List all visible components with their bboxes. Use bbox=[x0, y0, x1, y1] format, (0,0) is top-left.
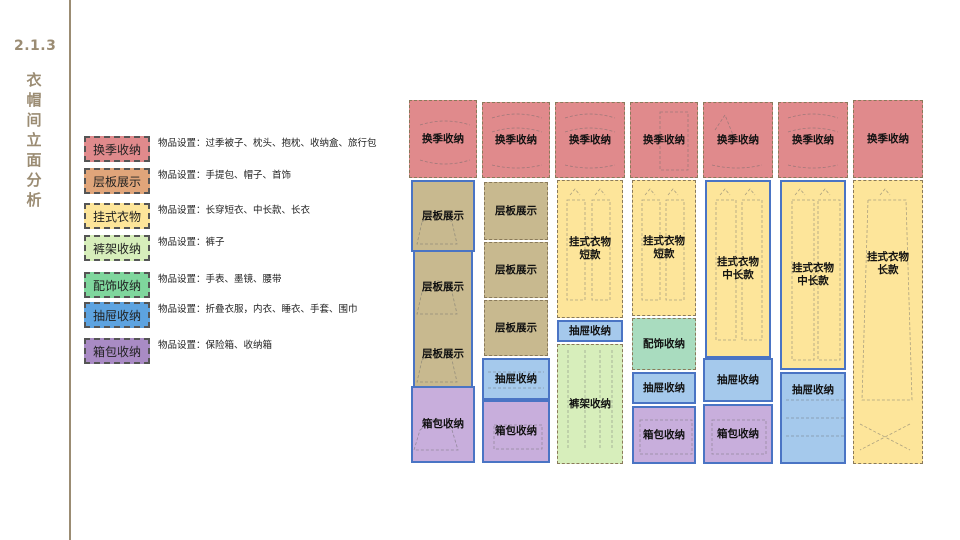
legend-swatch: 裤架收纳 bbox=[84, 235, 150, 261]
legend-desc: 物品设置：长穿短衣、中长款、长衣 bbox=[158, 205, 311, 216]
zone-seasonal-storage: 换季收纳 bbox=[778, 102, 848, 178]
zone-shelf-display: 层板展示 bbox=[484, 300, 548, 356]
zone-drawer-storage: 抽屉收纳 bbox=[557, 320, 623, 342]
legend-desc: 物品设置：折叠衣服，内衣、睡衣、手套、围巾 bbox=[158, 304, 358, 315]
section-divider-line bbox=[69, 0, 71, 540]
legend-swatch: 层板展示 bbox=[84, 168, 150, 194]
legend-desc: 物品设置：裤子 bbox=[158, 237, 225, 248]
zone-shelf-display: 层板展示 bbox=[484, 242, 548, 298]
legend-swatch: 挂式衣物 bbox=[84, 203, 150, 229]
zone-seasonal-storage: 换季收纳 bbox=[630, 102, 698, 178]
zone-drawer-storage: 抽屉收纳 bbox=[703, 358, 773, 402]
zone-hanging-medium: 挂式衣物中长款 bbox=[705, 180, 771, 358]
zone-hanging-long: 挂式衣物长款 bbox=[853, 180, 923, 464]
zone-drawer-storage: 抽屉收纳 bbox=[780, 372, 846, 464]
zone-shelf-display: 层板展示 bbox=[413, 252, 473, 322]
zone-drawer-storage: 抽屉收纳 bbox=[482, 358, 550, 400]
section-number: 2.1.3 bbox=[14, 38, 57, 54]
wardrobe-column: 换季收纳 挂式衣物长款 bbox=[853, 100, 923, 464]
legend-desc: 物品设置：过季被子、枕头、抱枕、收纳盒、旅行包 bbox=[158, 138, 377, 149]
zone-seasonal-storage: 换季收纳 bbox=[409, 100, 477, 178]
legend-desc: 物品设置：保险箱、收纳箱 bbox=[158, 340, 273, 351]
wardrobe-column: 换季收纳 层板展示 层板展示 层板展示 箱包收纳 bbox=[409, 100, 477, 464]
zone-trouser-rack: 裤架收纳 bbox=[557, 344, 623, 464]
section-title: 衣帽间立面分析 bbox=[26, 71, 42, 209]
wardrobe-column: 换季收纳 层板展示 层板展示 层板展示 抽屉收纳 箱包收纳 bbox=[482, 100, 550, 464]
legend-swatch: 箱包收纳 bbox=[84, 338, 150, 364]
zone-drawer-storage: 抽屉收纳 bbox=[632, 372, 696, 404]
legend-swatch: 配饰收纳 bbox=[84, 272, 150, 298]
legend-swatch: 换季收纳 bbox=[84, 136, 150, 162]
wardrobe-column: 换季收纳 挂式衣物短款 抽屉收纳 裤架收纳 bbox=[555, 100, 625, 464]
zone-shelf-display: 层板展示 bbox=[411, 180, 475, 252]
zone-hanging-short: 挂式衣物短款 bbox=[632, 180, 696, 316]
zone-seasonal-storage: 换季收纳 bbox=[482, 102, 550, 178]
zone-seasonal-storage: 换季收纳 bbox=[853, 100, 923, 178]
zone-bag-storage: 箱包收纳 bbox=[411, 386, 475, 463]
zone-bag-storage: 箱包收纳 bbox=[632, 406, 696, 464]
zone-seasonal-storage: 换季收纳 bbox=[555, 102, 625, 178]
legend-swatch: 抽屉收纳 bbox=[84, 302, 150, 328]
legend-desc: 物品设置：手提包、帽子、首饰 bbox=[158, 170, 292, 181]
legend-desc: 物品设置：手表、墨镜、腰带 bbox=[158, 274, 282, 285]
zone-shelf-display: 层板展示 bbox=[484, 182, 548, 240]
zone-hanging-medium: 挂式衣物中长款 bbox=[780, 180, 846, 370]
wardrobe-column: 换季收纳 挂式衣物短款 配饰收纳 抽屉收纳 箱包收纳 bbox=[630, 100, 698, 464]
wardrobe-column: 换季收纳 挂式衣物中长款 抽屉收纳 箱包收纳 bbox=[703, 100, 773, 464]
zone-seasonal-storage: 换季收纳 bbox=[703, 102, 773, 178]
zone-hanging-short: 挂式衣物短款 bbox=[557, 180, 623, 318]
zone-accessory-storage: 配饰收纳 bbox=[632, 318, 696, 370]
wardrobe-column: 换季收纳 挂式衣物中长款 抽屉收纳 bbox=[778, 100, 848, 464]
zone-bag-storage: 箱包收纳 bbox=[482, 400, 550, 463]
zone-bag-storage: 箱包收纳 bbox=[703, 404, 773, 464]
zone-shelf-display: 层板展示 bbox=[413, 322, 473, 386]
